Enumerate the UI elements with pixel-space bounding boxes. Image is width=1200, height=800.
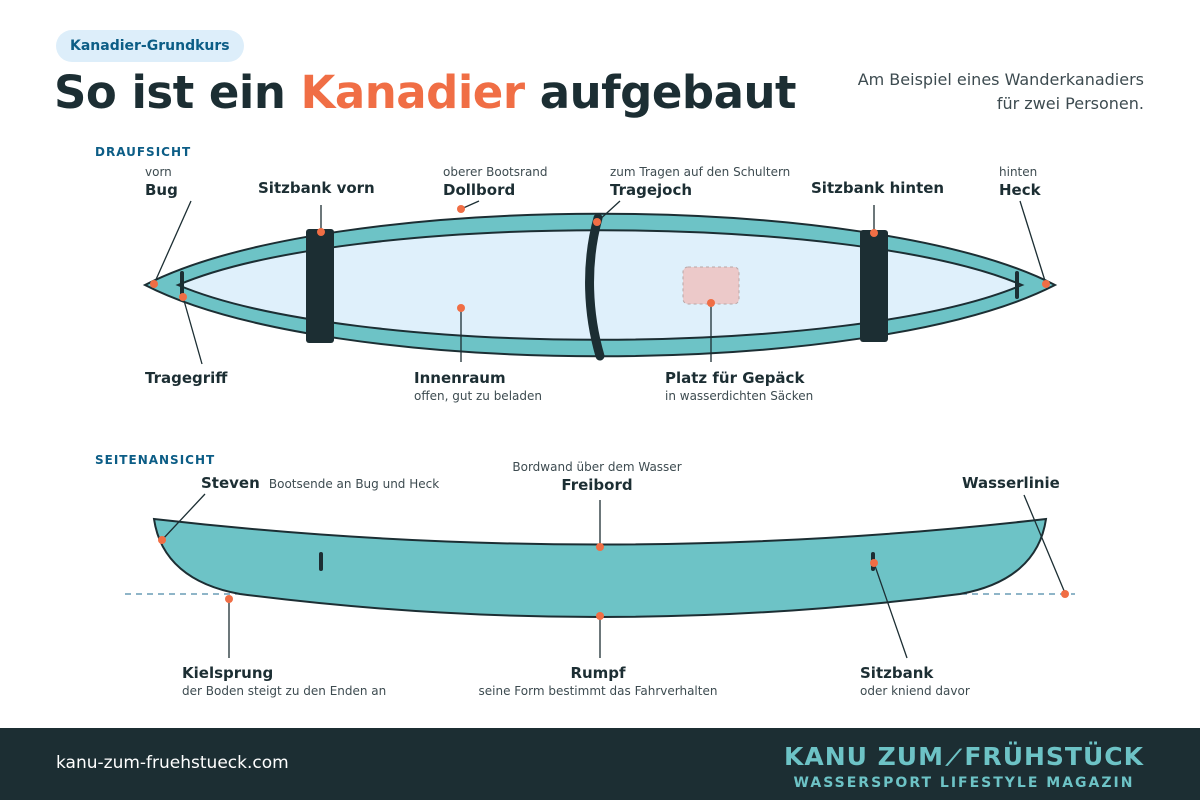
canoe-top-view	[142, 200, 1058, 365]
label-kielsprung-big: Kielsprung	[182, 664, 274, 682]
footer-url[interactable]: kanu-zum-fruehstueck.com	[56, 753, 289, 773]
label-bug-small: vorn	[145, 165, 172, 179]
rear-seat	[860, 230, 888, 342]
label-tragegriff-big: Tragegriff	[145, 369, 228, 387]
label-tragejoch: zum Tragen auf den Schultern Tragejoch	[610, 164, 790, 200]
label-gepaeck: Platz für Gepäck in wasserdichten Säcken	[665, 368, 813, 404]
front-seat	[306, 229, 334, 343]
title-prefix: So ist ein	[54, 66, 301, 119]
label-heck: hinten Heck	[999, 164, 1041, 200]
sitzbank-side-leader	[873, 562, 908, 659]
heck-marker	[1042, 280, 1050, 288]
label-steven: Steven Bootsende an Bug und Heck	[201, 473, 439, 493]
label-tragejoch-big: Tragejoch	[610, 181, 693, 199]
label-sitzbank-vorn-big: Sitzbank vorn	[258, 179, 375, 197]
label-sitzbank-side-small: oder kniend davor	[860, 684, 970, 698]
canoe-side-view	[125, 493, 1075, 659]
label-wasserlinie: Wasserlinie	[962, 473, 1060, 493]
label-freibord-big: Freibord	[561, 476, 633, 494]
label-dollbord-big: Dollbord	[443, 181, 516, 199]
label-rumpf-small: seine Form bestimmt das Fahrverhalten	[478, 684, 718, 698]
label-sitzbank-vorn: Sitzbank vorn	[258, 178, 375, 198]
brand-name: KANU ZUM⟋FRÜHSTÜCK	[784, 742, 1144, 774]
label-heck-small: hinten	[999, 165, 1038, 179]
top-hull-interior	[175, 229, 1025, 341]
canoe-diagram	[125, 200, 1075, 659]
brand-name-part-1: KANU ZUM	[784, 742, 944, 771]
label-innenraum-small: offen, gut zu beladen	[414, 389, 542, 403]
label-innenraum-big: Innenraum	[414, 369, 506, 387]
label-gepaeck-big: Platz für Gepäck	[665, 369, 805, 387]
brand-tagline: WASSERSPORT LIFESTYLE MAGAZIN	[793, 775, 1135, 791]
course-badge: Kanadier-Grundkurs	[56, 30, 244, 62]
page-title: So ist ein Kanadier aufgebaut	[54, 66, 797, 119]
side-hull	[152, 517, 1048, 618]
tragejoch-leader	[596, 200, 621, 223]
label-freibord-small: Bordwand über dem Wasser	[512, 460, 682, 474]
steven-marker	[158, 536, 166, 544]
sitzbank-hinten-marker	[870, 229, 878, 237]
tragegriff-marker	[179, 293, 187, 301]
subtitle: Am Beispiel eines Wanderkanadiers für zw…	[804, 68, 1144, 116]
gepaeck-marker	[707, 299, 715, 307]
luggage-area	[682, 266, 740, 305]
sitzbank-side-marker	[870, 559, 878, 567]
tragegriff-leader	[182, 296, 203, 365]
brand-name-part-2: FRÜHSTÜCK	[964, 742, 1144, 771]
title-suffix: aufgebaut	[524, 66, 797, 119]
wasserlinie-leader	[1023, 494, 1066, 594]
dollbord-marker	[457, 205, 465, 213]
paddle-icon: ⟋	[945, 746, 963, 771]
label-wasserlinie-big: Wasserlinie	[962, 474, 1060, 492]
label-dollbord-small: oberer Bootsrand	[443, 165, 548, 179]
label-gepaeck-small: in wasserdichten Säcken	[665, 389, 814, 403]
subtitle-line-2: für zwei Personen.	[996, 94, 1144, 113]
label-rumpf-big: Rumpf	[570, 664, 626, 682]
top-view-section-label: DRAUFSICHT	[95, 145, 192, 159]
title-accent: Kanadier	[300, 66, 526, 119]
bug-leader	[153, 200, 192, 285]
label-bug-big: Bug	[145, 181, 178, 199]
footer: kanu-zum-fruehstueck.com KANU ZUM⟋FRÜHST…	[0, 728, 1200, 800]
label-rumpf: Rumpf seine Form bestimmt das Fahrverhal…	[479, 663, 718, 699]
label-sitzbank-side-big: Sitzbank	[860, 664, 934, 682]
label-dollbord: oberer Bootsrand Dollbord	[443, 164, 548, 200]
label-sitzbank-hinten-big: Sitzbank hinten	[811, 179, 945, 197]
label-steven-big: Steven	[201, 474, 260, 492]
bug-marker	[150, 280, 158, 288]
subtitle-line-1: Am Beispiel eines Wanderkanadiers	[857, 70, 1144, 89]
tragejoch-marker	[593, 218, 601, 226]
rumpf-marker	[596, 612, 604, 620]
label-tragejoch-small: zum Tragen auf den Schultern	[610, 165, 791, 179]
sitzbank-vorn-marker	[317, 228, 325, 236]
kielsprung-marker	[225, 595, 233, 603]
label-heck-big: Heck	[999, 181, 1041, 199]
heck-leader	[1019, 200, 1047, 285]
label-steven-small: Bootsende an Bug und Heck	[268, 477, 440, 491]
innenraum-marker	[457, 304, 465, 312]
label-sitzbank-hinten: Sitzbank hinten	[811, 178, 944, 198]
label-bug: vorn Bug	[145, 164, 178, 200]
brand-logo: KANU ZUM⟋FRÜHSTÜCK WASSERSPORT LIFESTYLE…	[784, 742, 1144, 792]
label-kielsprung: Kielsprung der Boden steigt zu den Enden…	[182, 663, 386, 699]
side-view-section-label: SEITENANSICHT	[95, 453, 216, 467]
label-innenraum: Innenraum offen, gut zu beladen	[414, 368, 542, 404]
label-sitzbank-side: Sitzbank oder kniend davor	[860, 663, 970, 699]
label-kielsprung-small: der Boden steigt zu den Enden an	[182, 684, 387, 698]
yoke	[585, 213, 605, 361]
label-freibord: Bordwand über dem Wasser Freibord	[512, 459, 681, 495]
wasserlinie-marker	[1061, 590, 1069, 598]
label-tragegriff: Tragegriff	[145, 368, 227, 388]
steven-leader	[161, 493, 206, 541]
freibord-marker	[596, 543, 604, 551]
